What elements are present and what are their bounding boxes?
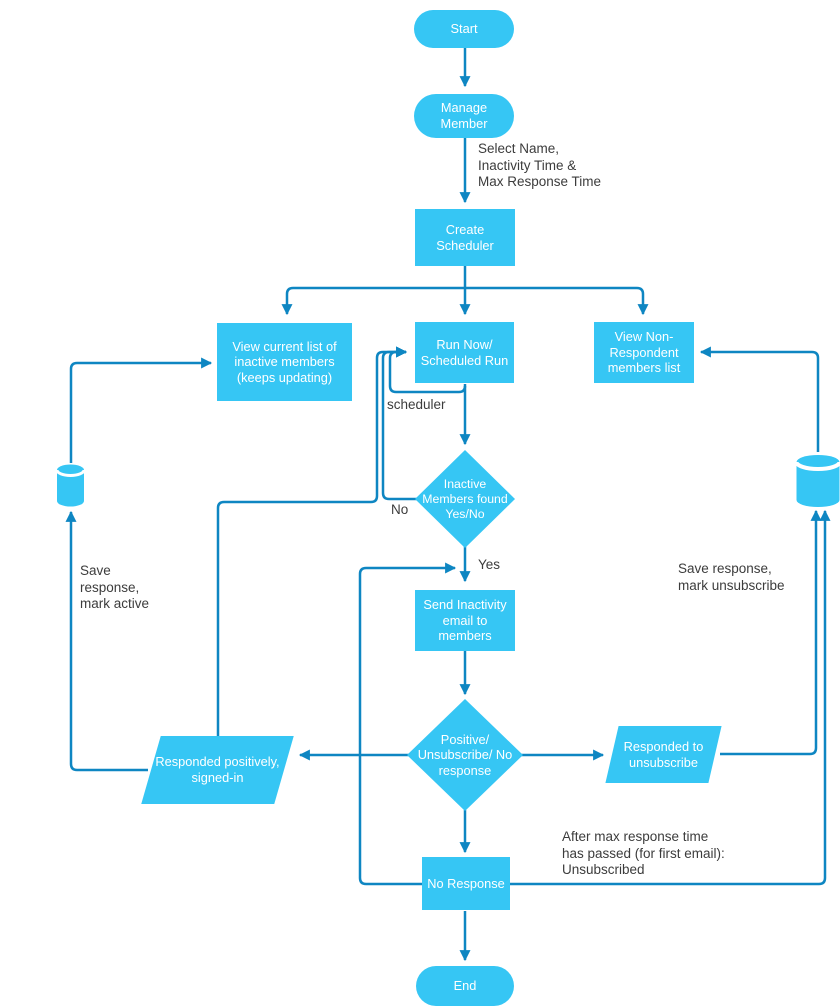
node-responded-positively: Responded positively, signed-in xyxy=(140,736,295,804)
node-no-response: No Response xyxy=(422,857,510,910)
node-end: End xyxy=(416,966,514,1006)
label-scheduler: scheduler xyxy=(387,397,446,412)
node-response-type: Positive/ Unsubscribe/ No response xyxy=(407,699,523,811)
label-after-max-response: After max response time has passed (for … xyxy=(562,829,725,878)
right-database-cylinder-icon xyxy=(794,455,840,507)
label-no: No xyxy=(391,502,409,517)
node-manage-member: Manage Member xyxy=(414,94,514,138)
left-database-cylinder-icon xyxy=(55,464,86,507)
node-view-inactive-list: View current list of inactive members (k… xyxy=(217,323,352,401)
node-responded-to-unsubscribe: Responded to unsubscribe xyxy=(605,726,722,783)
node-send-inactivity-email: Send Inactivity email to members xyxy=(415,590,515,651)
node-start: Start xyxy=(414,10,514,48)
node-inactive-members-found: Inactive Members found Yes/No xyxy=(415,450,515,548)
node-view-non-respondent: View Non- Respondent members list xyxy=(594,322,694,383)
node-run-now: Run Now/ Scheduled Run xyxy=(415,322,514,383)
label-yes: Yes xyxy=(478,557,501,572)
label-save-mark-active: Save response, mark active xyxy=(80,563,150,612)
label-save-mark-unsubscribe: Save response, mark unsubscribe xyxy=(678,561,785,593)
label-select-name: Select Name, Inactivity Time & Max Respo… xyxy=(478,141,602,190)
node-create-scheduler: Create Scheduler xyxy=(415,209,515,266)
